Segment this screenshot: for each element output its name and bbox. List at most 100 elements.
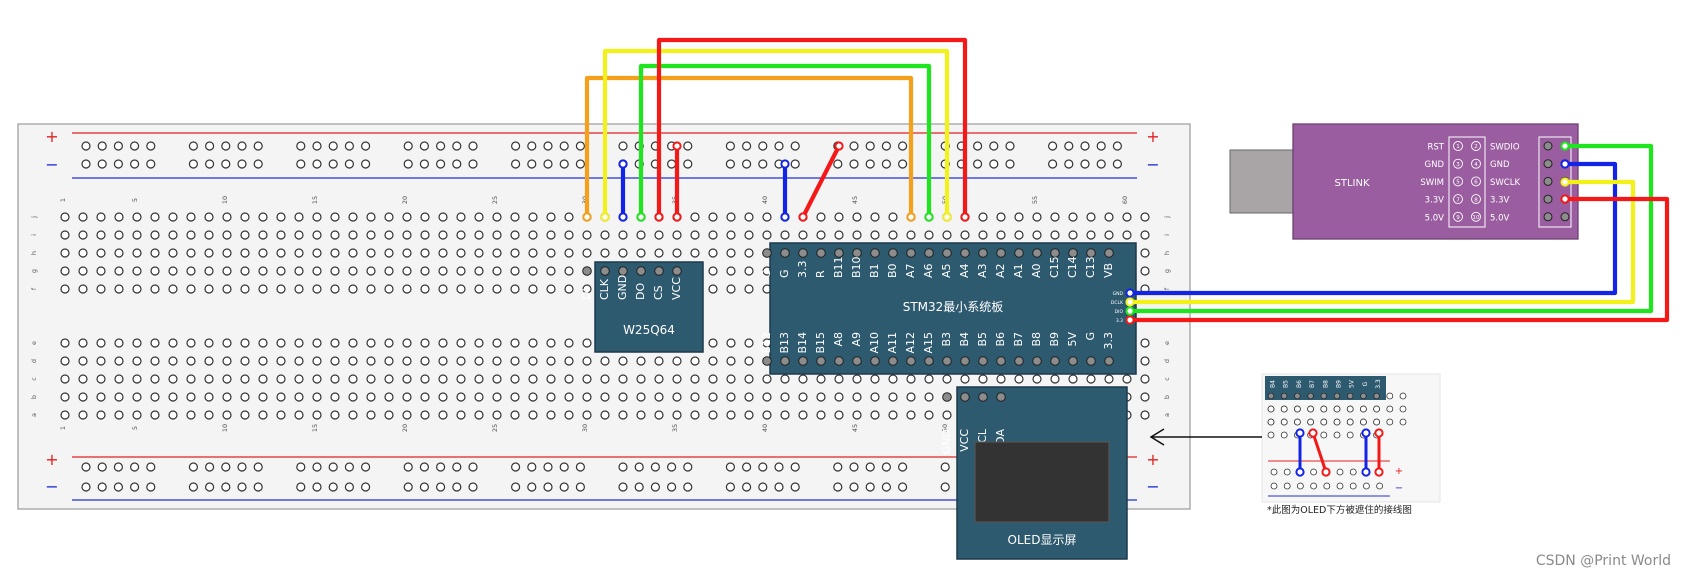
- breadboard-hole: [492, 212, 502, 222]
- inset-pin-label: 3.3: [1375, 379, 1382, 389]
- inset-hole: [1294, 418, 1301, 426]
- breadboard-hole: [924, 374, 934, 384]
- row-letter: c: [1163, 377, 1171, 381]
- breadboard-hole: [726, 356, 736, 366]
- breadboard-hole: [546, 410, 556, 420]
- breadboard-hole: [474, 392, 484, 402]
- breadboard-hole: [849, 482, 859, 492]
- breadboard-hole: [1140, 392, 1150, 402]
- breadboard-hole: [618, 392, 628, 402]
- breadboard-hole: [258, 338, 268, 348]
- breadboard-hole: [468, 159, 478, 169]
- breadboard-hole: [97, 159, 107, 169]
- breadboard-hole: [312, 356, 322, 366]
- breadboard-hole: [114, 410, 124, 420]
- inset-hole: [1333, 418, 1341, 426]
- breadboard-hole: [741, 141, 752, 151]
- breadboard-hole: [849, 159, 859, 169]
- breadboard-hole: [690, 230, 700, 240]
- breadboard-hole: [312, 212, 322, 222]
- inset-wire-vcc: [1311, 431, 1328, 474]
- breadboard-hole: [419, 482, 429, 492]
- stlink-right-label: 3.3V: [1490, 196, 1510, 206]
- breadboard-hole: [1068, 374, 1078, 384]
- column-number: 40: [761, 424, 769, 432]
- pin-label: 3.3: [796, 261, 809, 279]
- inset-hole: [1346, 418, 1354, 426]
- inset-hole: [1333, 405, 1341, 413]
- row-letter: i: [30, 234, 38, 236]
- breadboard-hole: [328, 159, 338, 169]
- breadboard-hole: [834, 230, 844, 240]
- breadboard-hole: [294, 212, 304, 222]
- breadboard-hole: [114, 248, 124, 258]
- breadboard-hole: [510, 392, 520, 402]
- breadboard-hole: [790, 482, 800, 492]
- breadboard-hole: [366, 392, 376, 402]
- breadboard-hole: [527, 482, 537, 492]
- breadboard-hole: [654, 230, 664, 240]
- breadboard-hole: [168, 410, 178, 420]
- breadboard-hole: [849, 141, 859, 151]
- breadboard-hole: [897, 482, 908, 492]
- pin-label: A5: [940, 263, 953, 278]
- pin-label: B0: [886, 263, 899, 278]
- usb-plug: [1229, 149, 1295, 214]
- breadboard-hole: [186, 212, 196, 222]
- inset-hole: [1346, 405, 1354, 413]
- breadboard-hole: [852, 410, 862, 420]
- inset-hole: [1399, 418, 1407, 426]
- breadboard-hole: [834, 410, 844, 420]
- inset-hole: [1386, 418, 1394, 426]
- breadboard-hole: [708, 230, 718, 240]
- inset-pin: [1281, 392, 1288, 400]
- breadboard-hole: [510, 159, 521, 169]
- breadboard-hole: [253, 482, 263, 492]
- stm32-pcb: [769, 242, 1137, 375]
- breadboard-hole: [366, 410, 376, 420]
- row-letter: e: [30, 341, 38, 345]
- breadboard-hole: [146, 159, 156, 169]
- pin-label: A4: [958, 263, 971, 278]
- breadboard-hole: [510, 410, 520, 420]
- breadboard-hole: [897, 159, 908, 169]
- breadboard-hole: [1104, 374, 1114, 384]
- breadboard-hole: [1086, 212, 1096, 222]
- breadboard-hole: [296, 482, 306, 492]
- minus-sign: −: [45, 477, 58, 496]
- breadboard-hole: [205, 141, 215, 151]
- breadboard-hole: [881, 141, 892, 151]
- header-pin: [960, 392, 970, 402]
- breadboard-hole: [240, 284, 250, 294]
- pin-label: B15: [814, 332, 827, 354]
- header-pin: [888, 356, 898, 366]
- breadboard-hole: [204, 392, 214, 402]
- breadboard-hole: [816, 392, 826, 402]
- minus-sign: −: [1146, 155, 1159, 174]
- breadboard-hole: [330, 410, 340, 420]
- breadboard-hole: [221, 482, 231, 492]
- breadboard-hole: [1104, 230, 1114, 240]
- breadboard-hole: [186, 248, 196, 258]
- header-pin: [996, 248, 1006, 258]
- inset-hole: [1373, 418, 1380, 426]
- breadboard-hole: [833, 159, 843, 169]
- pin-number: 6: [1474, 180, 1478, 186]
- breadboard-hole: [436, 141, 446, 151]
- pin-number: 7: [1456, 197, 1460, 203]
- breadboard-hole: [1050, 374, 1060, 384]
- breadboard-hole: [78, 266, 88, 276]
- breadboard-hole: [725, 482, 736, 492]
- breadboard-hole: [780, 392, 790, 402]
- breadboard-hole: [683, 141, 693, 151]
- pin-label: GND: [616, 275, 629, 300]
- breadboard-hole: [96, 338, 106, 348]
- breadboard-hole: [258, 266, 268, 276]
- wire-end: [924, 212, 934, 222]
- breadboard-hole: [78, 356, 88, 366]
- breadboard-hole: [60, 284, 70, 294]
- pin-label: CS: [652, 285, 665, 300]
- breadboard-hole: [510, 338, 520, 348]
- pin-label: A7: [904, 263, 917, 278]
- breadboard-hole: [654, 374, 664, 384]
